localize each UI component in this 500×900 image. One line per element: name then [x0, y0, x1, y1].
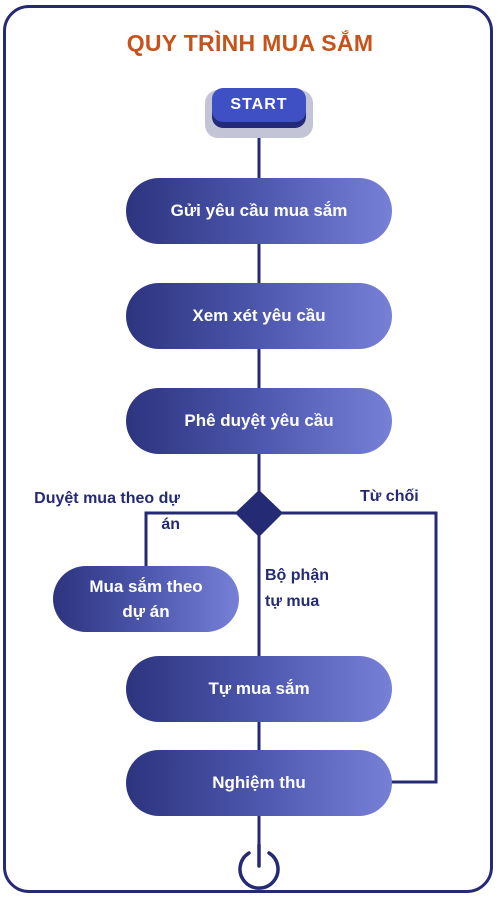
branch-label-department: Bộ phận tự mua: [265, 567, 329, 610]
step-approve-request: Phê duyệt yêu cầu: [126, 388, 392, 454]
diagram-title: QUY TRÌNH MUA SẮM: [126, 30, 374, 56]
branch-label-reject: Từ chối: [360, 488, 419, 505]
connector-reject-branch: [277, 511, 438, 784]
power-icon: [238, 843, 280, 890]
step-project-purchase: Mua sắm theo dự án: [53, 566, 239, 632]
step-self-purchase: Tự mua sắm: [126, 656, 392, 722]
connector-project-branch: [144, 511, 241, 570]
branch-label-project: Duyệt mua theo dự án: [34, 490, 180, 533]
start-terminal: START: [212, 88, 306, 122]
decision-diamond: [235, 490, 283, 537]
diagram-frame: [3, 5, 493, 893]
step-submit-request: Gửi yêu cầu mua sắm: [126, 178, 392, 244]
step-acceptance: Nghiệm thu: [126, 750, 392, 816]
step-review-request: Xem xét yêu cầu: [126, 283, 392, 349]
